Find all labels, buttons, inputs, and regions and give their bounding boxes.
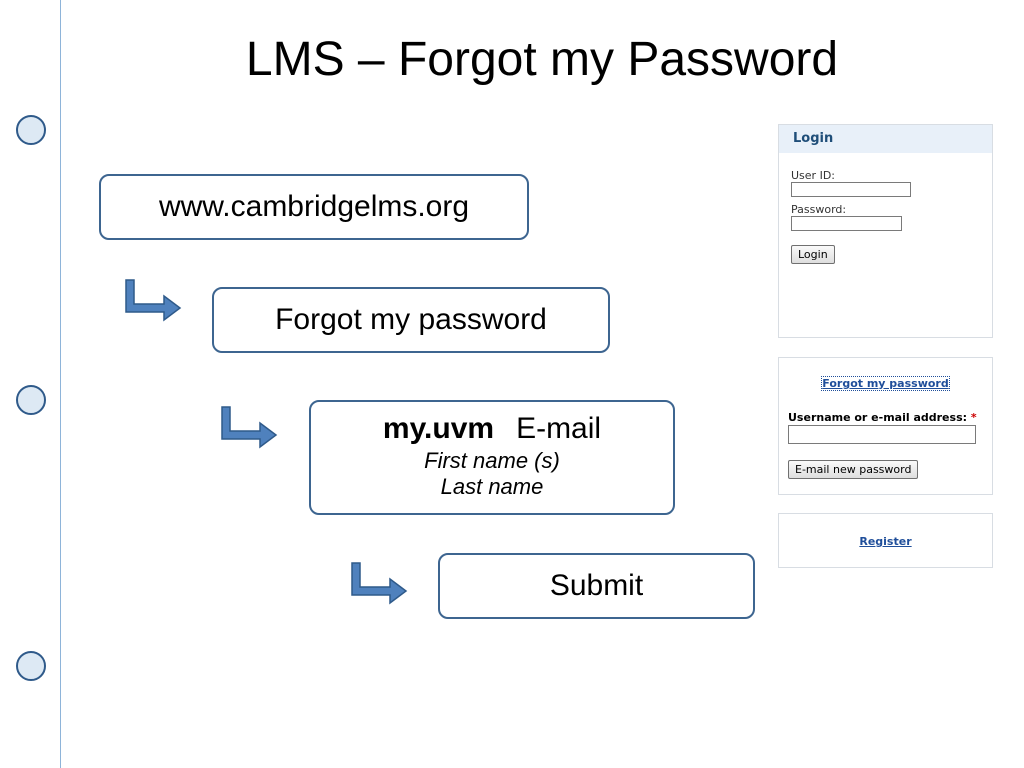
step-submit-text: Submit (549, 569, 644, 602)
password-label: Password: (791, 203, 847, 216)
login-panel: Login User ID: Password: Login (778, 124, 993, 338)
email-new-password-button[interactable]: E-mail new password (788, 460, 919, 479)
step-url-text: www.cambridgelms.org (158, 190, 470, 223)
forgot-password-panel: Forgot my password Username or e-mail ad… (778, 357, 993, 495)
step-submit-box: Submit (438, 553, 755, 619)
userid-label: User ID: (791, 169, 835, 182)
login-panel-header: Login (779, 125, 992, 153)
register-link[interactable]: Register (859, 535, 912, 548)
step-details-bold: my.uvm (382, 412, 495, 445)
userid-input[interactable] (791, 182, 911, 197)
step-details-last-name: Last name (440, 474, 544, 499)
password-input[interactable] (791, 216, 902, 231)
forgot-password-link[interactable]: Forgot my password (821, 376, 950, 391)
punch-hole-icon (16, 385, 46, 415)
username-email-label: Username or e-mail address: * (788, 411, 992, 424)
bent-arrow-icon (221, 406, 278, 449)
login-button[interactable]: Login (791, 245, 835, 264)
step-details-main-line: my.uvm E-mail (311, 410, 673, 448)
punch-hole-icon (16, 651, 46, 681)
step-details-first-name: First name (s) (424, 448, 560, 473)
step-details-box: my.uvm E-mail First name (s) Last name (309, 400, 675, 515)
punch-hole-icon (16, 115, 46, 145)
username-email-input[interactable] (788, 425, 976, 444)
username-email-label-text: Username or e-mail address: (788, 411, 968, 424)
slide-title: LMS – Forgot my Password (245, 33, 839, 86)
notebook-margin-line (60, 0, 61, 768)
step-url-box: www.cambridgelms.org (99, 174, 529, 240)
required-marker: * (970, 411, 977, 424)
step-forgot-box: Forgot my password (212, 287, 610, 353)
register-panel: Register (778, 513, 993, 568)
step-details-email: E-mail (516, 412, 602, 445)
step-forgot-text: Forgot my password (275, 303, 547, 336)
bent-arrow-icon (125, 279, 182, 322)
bent-arrow-icon (351, 562, 408, 605)
